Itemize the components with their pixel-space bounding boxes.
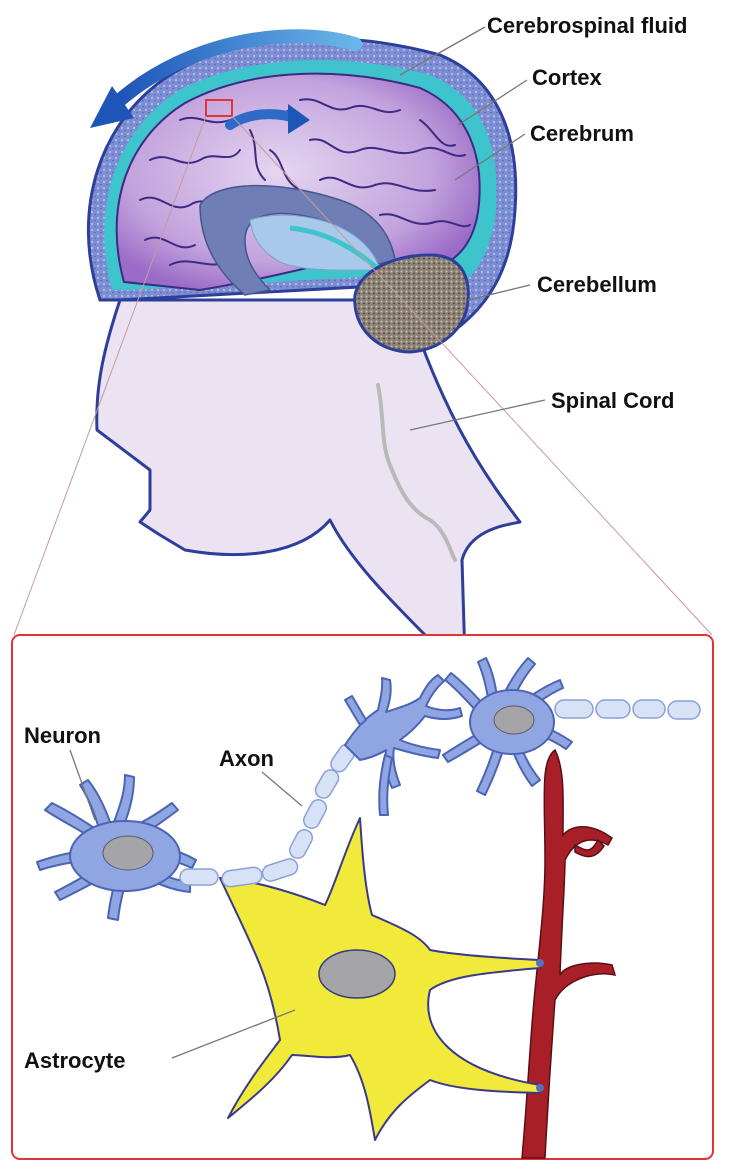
astrocyte-nucleus bbox=[319, 950, 395, 998]
label-spinal-cord: Spinal Cord bbox=[551, 388, 674, 413]
label-cerebrospinal-fluid: Cerebrospinal fluid bbox=[487, 13, 687, 38]
label-neuron: Neuron bbox=[24, 723, 101, 748]
face-neck-silhouette bbox=[97, 300, 520, 662]
label-axon: Axon bbox=[219, 746, 274, 771]
astrocyte-endfoot-upper bbox=[536, 959, 544, 967]
neuron-right-nucleus bbox=[494, 706, 534, 734]
label-cerebrum: Cerebrum bbox=[530, 121, 634, 146]
label-cerebellum: Cerebellum bbox=[537, 272, 657, 297]
label-astrocyte: Astrocyte bbox=[24, 1048, 125, 1073]
head-illustration bbox=[88, 36, 520, 662]
astrocyte-endfoot-lower bbox=[536, 1084, 544, 1092]
label-cortex: Cortex bbox=[532, 65, 602, 90]
cerebellum bbox=[355, 255, 468, 352]
axon-right bbox=[555, 700, 700, 719]
neuron-left-nucleus bbox=[103, 836, 153, 870]
